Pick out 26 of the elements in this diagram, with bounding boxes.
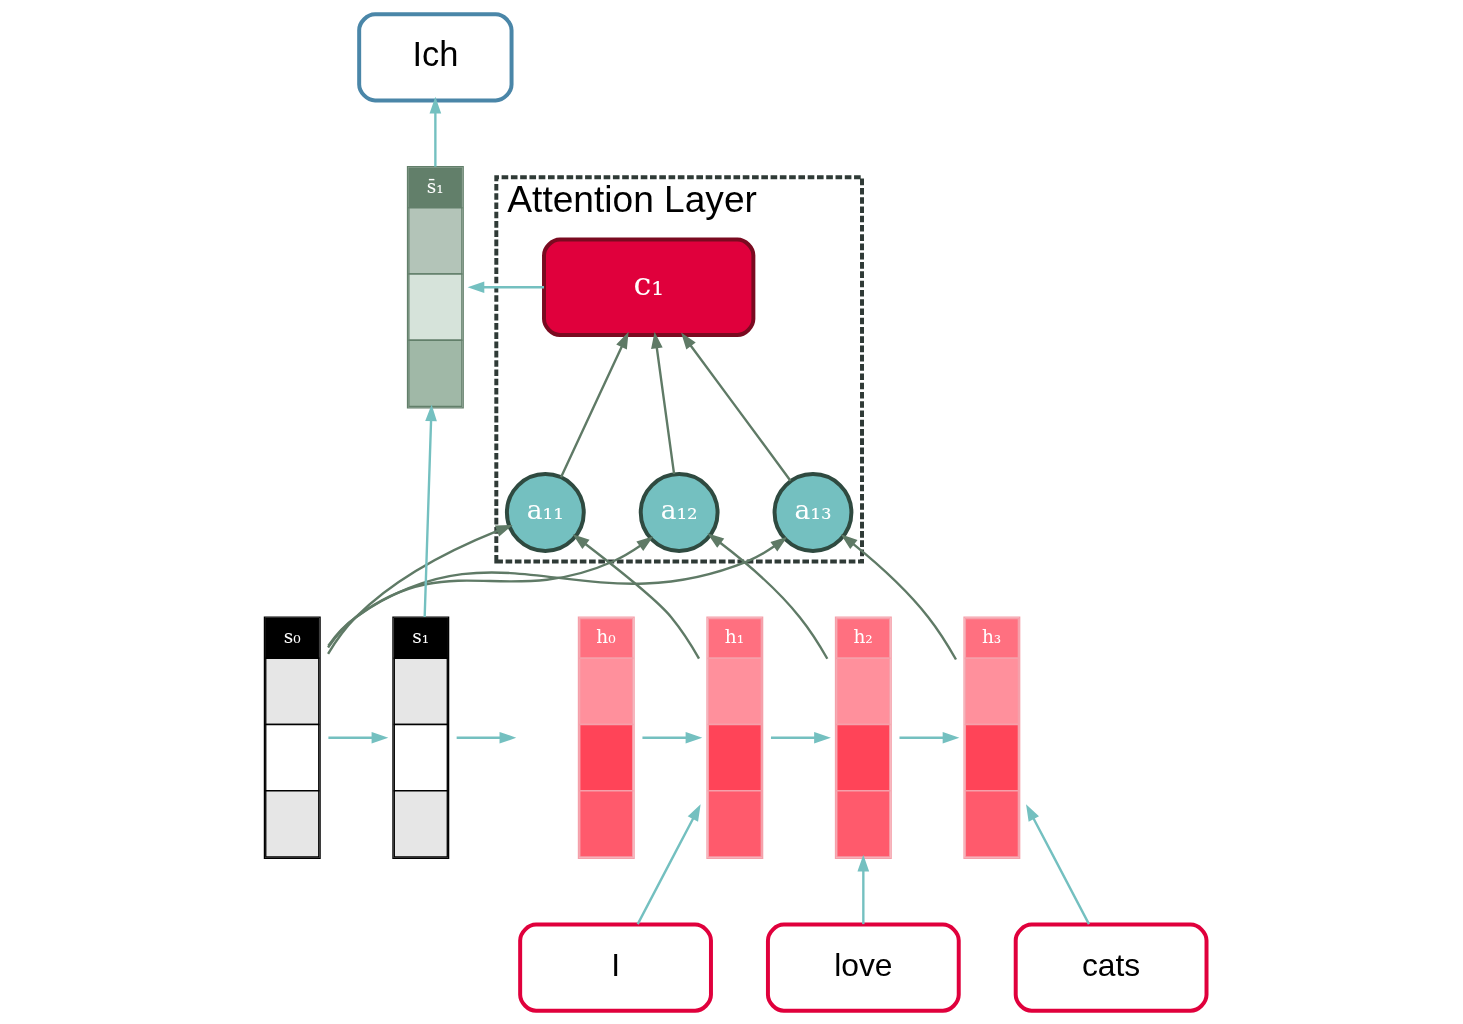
node-circle: a₁₁ <box>504 471 586 553</box>
arrow <box>559 331 629 478</box>
arrow <box>840 533 957 660</box>
arrow <box>681 331 792 481</box>
arrow <box>770 731 831 744</box>
arrow <box>327 535 654 648</box>
arrow <box>572 533 701 659</box>
arrow <box>423 403 437 617</box>
arrow <box>456 731 517 744</box>
arrow <box>328 731 389 744</box>
arrow <box>857 854 870 924</box>
arrow <box>429 96 442 167</box>
node-box: Ich <box>357 11 514 102</box>
arrow <box>1026 803 1090 925</box>
arrow <box>467 280 544 293</box>
arrow <box>327 536 788 646</box>
node-box: cats <box>1013 922 1209 1013</box>
arrow <box>327 524 513 654</box>
arrow <box>651 331 676 474</box>
arrow <box>642 731 703 744</box>
node-box: I <box>518 922 713 1013</box>
arrow <box>636 803 701 925</box>
arrow <box>899 731 960 744</box>
arrow <box>707 532 829 659</box>
node-box: love <box>765 922 961 1013</box>
node-box: c₁ <box>542 237 756 337</box>
